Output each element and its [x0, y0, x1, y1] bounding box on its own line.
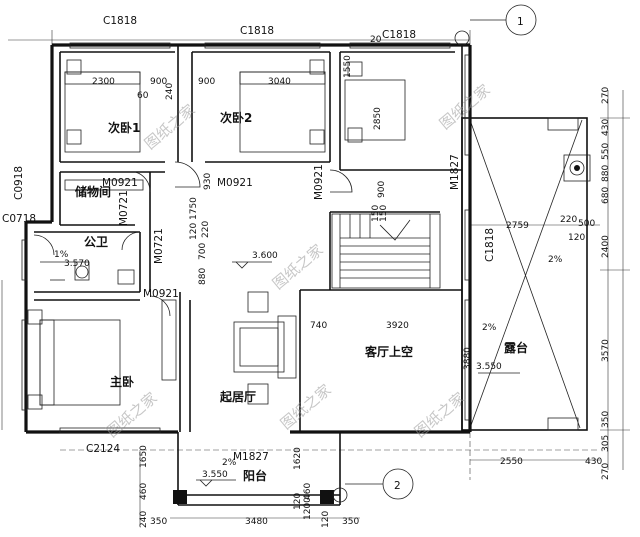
dim-int-11: 150: [379, 205, 389, 222]
dim-int-3: 930: [203, 173, 213, 190]
dim-right-8: 2400: [601, 235, 611, 258]
windows-and-doors: [21, 42, 470, 434]
exterior-walls: [24, 43, 472, 434]
watermark-5: 图纸之家: [277, 381, 335, 433]
dim-top-5: 240: [165, 83, 175, 100]
dim-bottom-3: 350: [342, 517, 359, 527]
dim-top-1: 2300: [92, 77, 115, 87]
room-labels: 次卧1 次卧2 储物间 公卫 主卧 起居厅 客厅上空 露台 阳台: [75, 110, 528, 483]
window-code-bottom: C2124: [86, 443, 120, 455]
door-code-bedroom-2: M0921: [217, 177, 253, 189]
dim-int-1: 1550: [343, 55, 353, 78]
dim-bottom-4: 2550: [500, 457, 523, 467]
door-code-bath-b: M0721: [153, 228, 165, 264]
dim-top-2: 900: [150, 77, 167, 87]
level-lounge: 3.600: [252, 251, 278, 261]
staircase: [331, 213, 441, 289]
door-code-storage: M0921: [102, 177, 138, 189]
dim-bottom-2: 3480: [245, 517, 268, 527]
terrace-area: [461, 117, 591, 431]
dim-left-bottom-1: 1650: [139, 445, 149, 468]
room-living-void: 客厅上空: [364, 344, 413, 359]
dim-top-6: 60: [137, 91, 149, 101]
dim-int-13: 120: [568, 233, 585, 243]
dim-top-7: 20: [370, 35, 382, 45]
dim-int-14: 740: [310, 321, 327, 331]
dim-left-bottom-2: 460: [139, 483, 149, 500]
window-code-left-a: C0918: [13, 166, 25, 200]
dim-bottom-5: 430: [585, 457, 602, 467]
door-code-right: M1827: [449, 154, 461, 190]
dim-top-3: 900: [198, 77, 215, 87]
dim-right-2: 430: [601, 119, 611, 136]
window-code-top-left: C1818: [103, 15, 137, 27]
door-code-balcony: M1827: [233, 451, 269, 463]
room-lounge: 起居厅: [219, 389, 256, 404]
dim-right-5: 680: [601, 187, 611, 204]
balcony-area: [173, 432, 341, 506]
axis-numbers: 1 2: [394, 16, 524, 492]
dim-int-16: 3880: [463, 347, 473, 370]
axis-label-1: 1: [517, 16, 524, 28]
room-storage: 储物间: [75, 184, 111, 199]
dim-int-15: 3920: [386, 321, 409, 331]
dim-right-11: 305: [601, 435, 611, 452]
dim-right-9: 3570: [601, 339, 611, 362]
dim-right-3: 550: [601, 143, 611, 160]
dim-left-bottom-3: 240: [139, 511, 149, 528]
dim-int-10: 150: [371, 205, 381, 222]
axis-label-2: 2: [394, 480, 401, 492]
dim-int-21: 120: [321, 511, 331, 528]
level-bathroom: 3.570: [64, 259, 90, 269]
furniture: [27, 59, 406, 410]
opening-labels: C1818 C1818 C1818 C0918 C0718 C2124 M092…: [2, 15, 496, 463]
dim-int-4: 1750: [189, 197, 199, 220]
dim-right-10: 350: [601, 411, 611, 428]
dim-int-18: 120: [293, 493, 303, 510]
dim-right-12: 270: [601, 463, 611, 480]
room-bathroom: 公卫: [84, 235, 108, 249]
dim-int-6: 220: [201, 221, 211, 238]
dim-int-2: 2850: [373, 107, 383, 130]
dim-bottom-1: 350: [150, 517, 167, 527]
dim-right-4: 880: [601, 165, 611, 182]
room-master-bedroom: 主卧: [110, 374, 134, 389]
level-terrace: 3.550: [476, 362, 502, 372]
door-code-bath-a: M0721: [118, 190, 130, 226]
dim-int-17: 1620: [293, 447, 303, 470]
room-bedroom-2: 次卧2: [220, 110, 252, 125]
dim-int-20: 1200: [303, 497, 313, 520]
axis-markers: [332, 4, 537, 503]
dim-int-5: 120: [189, 223, 199, 240]
watermark-1: 图纸之家: [141, 101, 199, 153]
door-code-master: M0921: [143, 288, 179, 300]
dim-right-1: 270: [601, 87, 611, 104]
level-balcony: 3.550: [202, 470, 228, 480]
slope-bathroom: 1%: [54, 250, 69, 260]
window-code-top-right: C1818: [382, 29, 416, 41]
dimension-texts: 2300 900 900 3040 240 60 20 270 430 550 …: [92, 35, 611, 528]
dim-int-8: 880: [198, 268, 208, 285]
window-code-left-b: C0718: [2, 213, 36, 225]
dim-right-7: 500: [578, 219, 595, 229]
slope-balcony: 2%: [222, 458, 237, 468]
slope-terrace-b: 2%: [482, 323, 497, 333]
window-code-top-mid: C1818: [240, 25, 274, 37]
dim-int-19: 460: [303, 483, 313, 500]
slope-terrace-a: 2%: [548, 255, 563, 265]
door-code-stair: M0921: [313, 164, 325, 200]
interior-walls: [34, 45, 462, 432]
dim-int-9: 900: [377, 181, 387, 198]
room-bedroom-1: 次卧1: [108, 120, 140, 135]
level-and-slope-marks: 3.600 3.570 1% 3.550 2% 2% 2% 3.550: [40, 250, 563, 487]
room-terrace: 露台: [504, 340, 528, 355]
watermark-2: 图纸之家: [269, 241, 327, 293]
dim-int-12: 2759: [506, 221, 529, 231]
dim-right-6: 220: [560, 215, 577, 225]
dim-top-4: 3040: [268, 77, 291, 87]
room-balcony: 阳台: [243, 468, 267, 483]
dim-int-7: 700: [198, 243, 208, 260]
window-code-right: C1818: [484, 228, 496, 262]
